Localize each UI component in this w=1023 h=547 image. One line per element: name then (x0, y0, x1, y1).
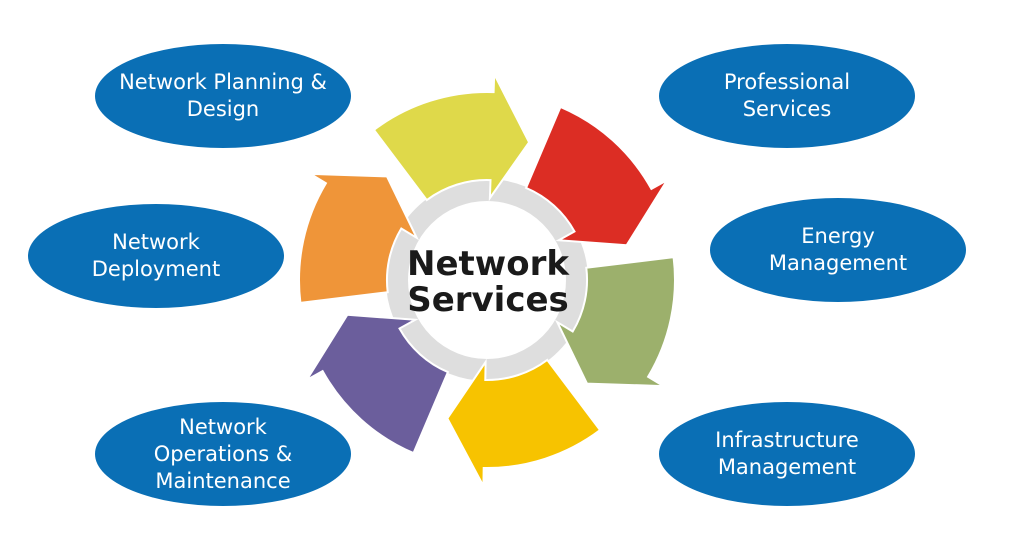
segment-gold-arrow (446, 358, 602, 490)
center-title: Network Services (407, 244, 569, 320)
oval-infrastructure-management: Infrastructure Management (659, 402, 915, 506)
segment-purple-arrow (303, 313, 450, 455)
oval-network-operations-maintenance: Network Operations & Maintenance (95, 402, 351, 506)
segment-orange-arrow (298, 172, 420, 305)
segment-yellow-green-arrow (372, 70, 531, 202)
oval-energy-management: Energy Management (710, 198, 966, 302)
segment-olive-green-arrow (554, 255, 676, 388)
oval-network-planning-design: Network Planning & Design (95, 44, 351, 148)
oval-professional-services: Professional Services (659, 44, 915, 148)
oval-network-deployment: Network Deployment (28, 204, 284, 308)
inner-gray-ring (386, 179, 588, 381)
segment-red-arrow (524, 105, 671, 247)
